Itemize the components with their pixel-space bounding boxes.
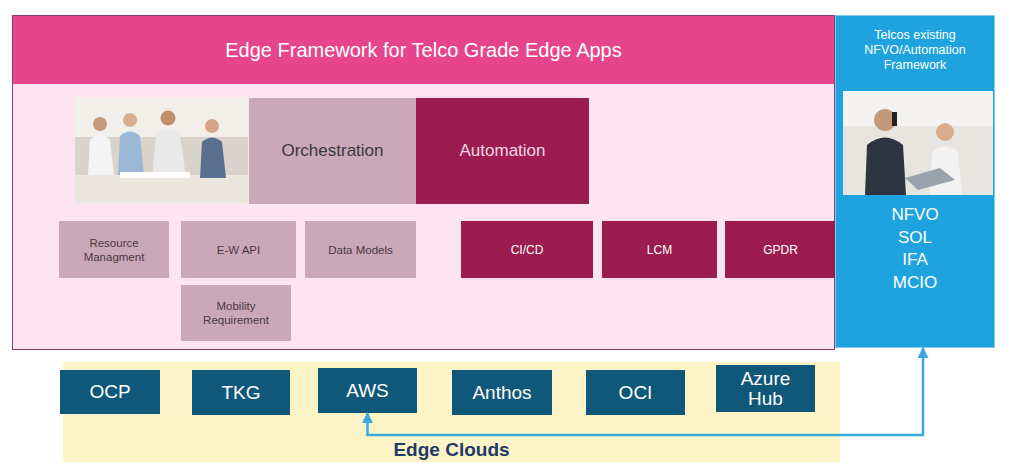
node-label: CI/CD <box>503 243 552 257</box>
person-head <box>936 123 954 141</box>
node-label: AWS <box>336 381 399 401</box>
node-label: Orchestration <box>273 141 391 161</box>
business-photo <box>843 91 993 195</box>
function-box: Resource Managment <box>59 221 169 278</box>
person-body <box>152 129 186 178</box>
person-body <box>118 132 144 176</box>
capability-box: Orchestration <box>249 98 416 204</box>
photo-papers <box>120 172 190 178</box>
team-photo <box>75 97 248 203</box>
person-body <box>930 147 962 196</box>
node-label: Data Models <box>320 243 401 257</box>
edge-cloud-band: Edge Clouds OCP TKG AWS Anthos OCI Azure Hub <box>63 362 840 462</box>
node-label: Automation <box>452 141 554 161</box>
node-label: GPDR <box>755 243 806 257</box>
node-label: E-W API <box>209 243 268 257</box>
person-body <box>865 138 906 196</box>
node-label: NFVO SOL IFA MCIO <box>886 204 944 294</box>
function-box: Data Models <box>305 221 416 278</box>
person-head <box>874 109 896 131</box>
photo-background <box>843 91 993 195</box>
node-label: Mobility Requirement <box>181 299 291 327</box>
framework-panel: Edge Framework for Telco Grade Edge Apps… <box>12 15 835 350</box>
node-label: Anthos <box>462 383 541 403</box>
node-label: Resource Managment <box>59 236 169 264</box>
photo-background <box>75 97 248 203</box>
phone <box>892 112 897 126</box>
cloud-platform-box: AWS <box>318 368 417 413</box>
node-label: TKG <box>211 383 270 403</box>
cloud-platform-box: TKG <box>192 370 290 415</box>
node-label: Azure Hub <box>716 369 815 409</box>
person-body <box>200 138 226 179</box>
function-box: Mobility Requirement <box>181 285 291 341</box>
cloud-platform-box: OCI <box>586 370 685 415</box>
person-head <box>205 119 219 133</box>
node-label: Edge Clouds <box>63 439 840 461</box>
person-head <box>123 113 137 127</box>
node-label: OCP <box>79 382 140 402</box>
node-label: Edge Framework for Telco Grade Edge Apps <box>13 16 834 84</box>
cloud-platform-box: OCP <box>60 370 160 414</box>
nfvo-panel: Telcos existing NFVO/Automation Framewor… <box>835 15 995 348</box>
photo-window <box>843 91 993 126</box>
function-box: LCM <box>602 221 717 278</box>
function-box: CI/CD <box>461 221 593 278</box>
photo-window <box>75 97 248 137</box>
node-label: LCM <box>639 243 680 257</box>
node-label: Telcos existing NFVO/Automation Framewor… <box>846 16 984 84</box>
capability-box: Automation <box>416 98 589 204</box>
function-box: GPDR <box>725 221 836 278</box>
laptop <box>905 168 955 190</box>
person-head <box>93 117 107 131</box>
person-head <box>161 111 176 126</box>
node-label: OCI <box>609 383 663 403</box>
photo-table <box>75 175 248 203</box>
function-box: E-W API <box>181 221 296 278</box>
cloud-platform-box: Anthos <box>452 370 552 415</box>
connector-arrow <box>368 348 924 435</box>
person-body <box>88 135 114 175</box>
cloud-platform-box: Azure Hub <box>716 365 815 412</box>
